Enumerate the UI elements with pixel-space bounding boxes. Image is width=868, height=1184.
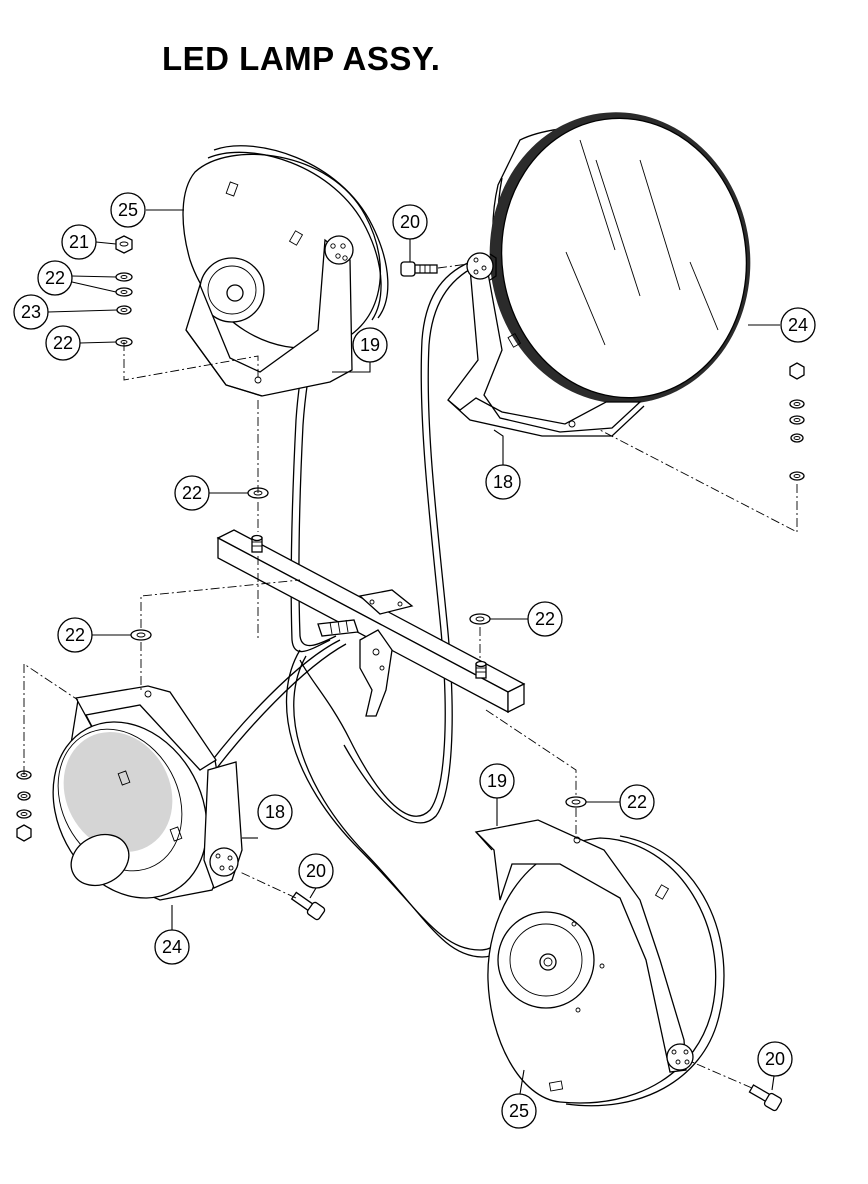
svg-text:22: 22 bbox=[45, 268, 65, 288]
callout-21: 21 bbox=[61, 224, 97, 260]
callout-18-top: 18 bbox=[485, 464, 521, 500]
svg-text:22: 22 bbox=[53, 333, 73, 353]
bolt-20-top bbox=[400, 261, 438, 277]
assembly-lines bbox=[23, 263, 798, 1089]
svg-text:22: 22 bbox=[535, 609, 555, 629]
lamp-housing-bottom-left bbox=[52, 685, 243, 901]
svg-text:22: 22 bbox=[65, 625, 85, 645]
callout-22-bar-top: 22 bbox=[174, 475, 210, 511]
lock-washer-23 bbox=[116, 305, 132, 315]
bolt-20-bottom-right bbox=[748, 1084, 783, 1112]
lamp-housing-top-left bbox=[182, 145, 389, 397]
callout-22-stack-upper: 22 bbox=[37, 260, 73, 296]
bolt-20-bottom-left bbox=[290, 891, 326, 921]
hardware-stack-top-left bbox=[115, 235, 133, 347]
callout-19-bottom: 19 bbox=[479, 763, 515, 799]
lamp-housing-bottom-right bbox=[474, 819, 725, 1107]
callout-22-bottom: 22 bbox=[619, 784, 655, 820]
nut-21 bbox=[115, 235, 133, 254]
svg-text:19: 19 bbox=[360, 335, 380, 355]
callout-19-top: 19 bbox=[352, 327, 388, 363]
svg-text:19: 19 bbox=[487, 771, 507, 791]
svg-text:18: 18 bbox=[493, 472, 513, 492]
svg-text:23: 23 bbox=[21, 302, 41, 322]
lamp-housing-top-right bbox=[447, 112, 751, 437]
callout-22-bar-left: 22 bbox=[57, 617, 93, 653]
switch-bracket bbox=[359, 629, 393, 717]
leader-lines bbox=[47, 209, 780, 1095]
callout-22-stack-lower: 22 bbox=[45, 325, 81, 361]
callout-20-bottom-right: 20 bbox=[757, 1041, 793, 1077]
callout-22-bar-right: 22 bbox=[527, 601, 563, 637]
diagram-title: LED LAMP ASSY. bbox=[162, 40, 441, 77]
callout-24-top-right: 24 bbox=[780, 307, 816, 343]
callout-18-bottom: 18 bbox=[257, 794, 293, 830]
svg-text:25: 25 bbox=[509, 1101, 529, 1121]
svg-text:22: 22 bbox=[182, 483, 202, 503]
svg-text:20: 20 bbox=[765, 1049, 785, 1069]
svg-text:21: 21 bbox=[69, 232, 89, 252]
hardware-stack-bottom-left bbox=[16, 770, 32, 842]
svg-text:20: 20 bbox=[306, 861, 326, 881]
callout-25-bottom-right: 25 bbox=[501, 1093, 537, 1129]
svg-text:20: 20 bbox=[400, 212, 420, 232]
bracket-19-bottom bbox=[474, 819, 687, 1073]
callout-23: 23 bbox=[13, 294, 49, 330]
svg-text:24: 24 bbox=[788, 315, 808, 335]
hardware-stack-right bbox=[789, 362, 805, 481]
callout-20-top: 20 bbox=[392, 204, 428, 240]
mounting-bar bbox=[216, 529, 526, 717]
svg-text:25: 25 bbox=[118, 200, 138, 220]
callout-20-bottom-left: 20 bbox=[298, 853, 334, 889]
svg-text:24: 24 bbox=[162, 937, 182, 957]
connector-plate bbox=[358, 589, 414, 615]
svg-text:22: 22 bbox=[627, 792, 647, 812]
callout-25-top-left: 25 bbox=[110, 192, 146, 228]
svg-text:18: 18 bbox=[265, 802, 285, 822]
callout-24-bottom-left: 24 bbox=[154, 929, 190, 965]
lamp-lens bbox=[500, 117, 748, 399]
